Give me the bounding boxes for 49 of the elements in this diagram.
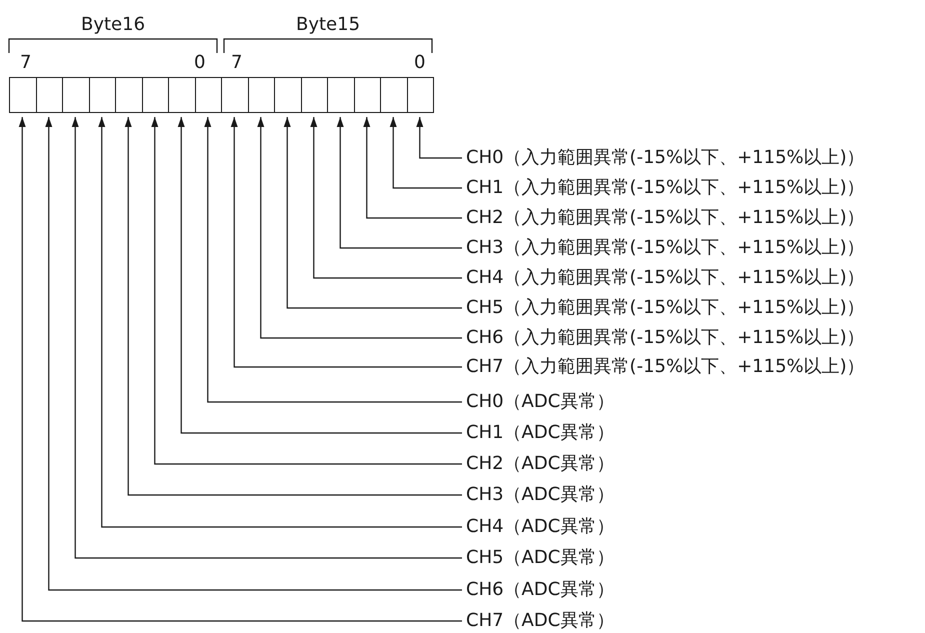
bit-number: 7 [231, 52, 242, 74]
bit-number: 0 [414, 52, 426, 74]
bit-description: CH7（ADC異常） [462, 610, 614, 632]
bit-description: CH3（ADC異常） [462, 484, 614, 506]
bit-description: CH3（入力範囲異常(-15%以下、+115%以上)） [462, 237, 865, 259]
bit-description: CH6（ADC異常） [462, 579, 614, 601]
bit-cell [274, 77, 302, 113]
bit-cell [168, 77, 196, 113]
bit-number: 0 [194, 52, 206, 74]
leader-arrow [284, 117, 462, 309]
byte-label: Byte15 [296, 14, 360, 36]
leader-arrow [390, 117, 462, 189]
leader-arrow [204, 117, 462, 403]
bit-cell [248, 77, 275, 113]
leader-arrow [178, 117, 462, 434]
bit-description: CH4（入力範囲異常(-15%以下、+115%以上)） [462, 267, 865, 289]
bit-description: CH5（ADC異常） [462, 547, 614, 569]
bit-description: CH6（入力範囲異常(-15%以下、+115%以上)） [462, 327, 865, 349]
leader-arrow [257, 117, 462, 339]
byte-label: Byte16 [81, 14, 146, 36]
bit-cell [9, 77, 36, 113]
bit-cell [221, 77, 248, 113]
leader-arrow [151, 117, 462, 465]
bit-cell [115, 77, 142, 113]
bit-description: CH2（入力範囲異常(-15%以下、+115%以上)） [462, 207, 865, 229]
bit-cell [36, 77, 63, 113]
bit-description: CH5（入力範囲異常(-15%以下、+115%以上)） [462, 297, 865, 319]
bit-description: CH7（入力範囲異常(-15%以下、+115%以上)） [462, 356, 865, 378]
bit-cell [194, 77, 222, 113]
leader-arrow [310, 117, 462, 279]
bit-cell [300, 77, 328, 113]
bit-description: CH0（ADC異常） [462, 391, 614, 413]
bit-description: CH2（ADC異常） [462, 453, 614, 475]
bit-description: CH1（入力範囲異常(-15%以下、+115%以上)） [462, 177, 865, 199]
bit-description: CH4（ADC異常） [462, 516, 614, 538]
leader-arrow [363, 117, 462, 219]
leader-arrow [230, 117, 462, 368]
bit-cell [380, 77, 408, 113]
leader-arrow [336, 117, 462, 249]
bit-description: CH0（入力範囲異常(-15%以下、+115%以上)） [462, 147, 865, 169]
bit-cell [406, 77, 434, 113]
bit-number: 7 [20, 52, 32, 74]
bit-description: CH1（ADC異常） [462, 422, 614, 444]
bit-cell [88, 77, 116, 113]
bit-cell [62, 77, 90, 113]
bit-cell [354, 77, 381, 113]
leader-arrow [416, 117, 462, 159]
bit-cell [327, 77, 354, 113]
bit-cell [142, 77, 169, 113]
